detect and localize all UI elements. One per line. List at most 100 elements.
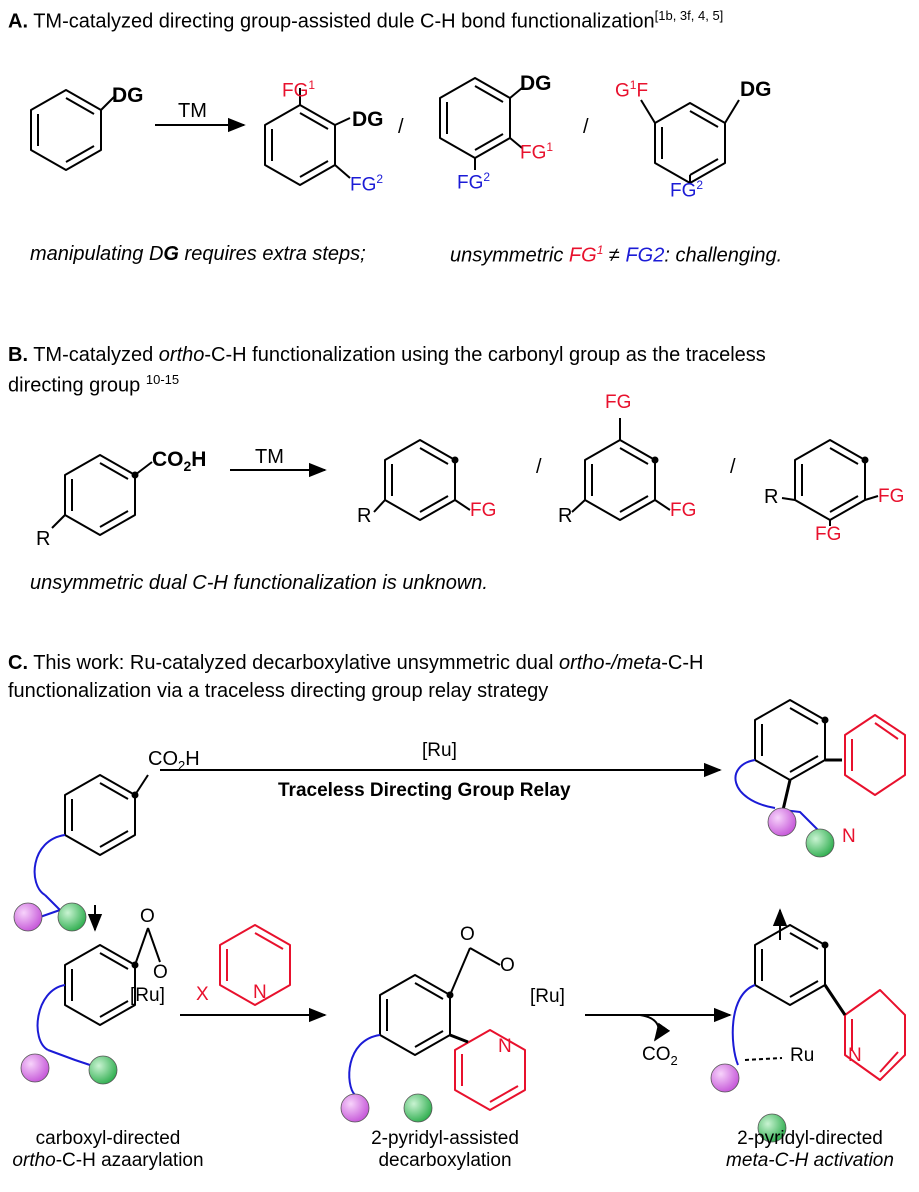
product-b1 — [373, 439, 471, 521]
fg-label-b2: FG — [670, 500, 697, 521]
benzoic-acid-reactant — [51, 454, 153, 536]
magenta-ball — [13, 902, 43, 932]
dot-c-sub — [131, 791, 139, 799]
r-label-b-reactant: R — [36, 528, 51, 550]
product-b2 — [571, 418, 671, 521]
arrow-label-tm-b: TM — [255, 446, 284, 468]
section-a-title: A. TM-catalyzed directing group-assisted… — [8, 8, 723, 34]
fg-label-b3-right: FG — [878, 486, 905, 507]
section-a-refs: [1b, 3f, 4, 5] — [654, 8, 724, 23]
n-label-final: N — [842, 826, 856, 847]
note-a-right: unsymmetric FG1 ≠ FG2: challenging. — [450, 243, 783, 267]
bond-2 — [449, 1033, 469, 1044]
pyridyl-2 — [454, 1029, 526, 1111]
section-a-letter: A. — [8, 10, 28, 33]
n-label-c2: N — [498, 1036, 512, 1057]
green-ball — [88, 1055, 118, 1085]
fg-label-b3-bottom: FG — [815, 524, 842, 545]
tether-final — [734, 759, 776, 809]
dot-b3 — [861, 456, 869, 464]
dg-label-a3: DG — [740, 78, 772, 101]
section-c-title-line2: functionalization via a traceless direct… — [8, 680, 549, 702]
dg-label-a1: DG — [352, 108, 384, 131]
green-ball — [57, 902, 87, 932]
dot-c-int2 — [446, 991, 454, 999]
ru-label-c2: [Ru] — [530, 986, 565, 1007]
fg1-label-a1: FG1 — [282, 78, 316, 102]
magenta-ball — [767, 807, 797, 837]
tether-c4 — [731, 984, 756, 1066]
arrow-label-tm-a: TM — [178, 100, 207, 122]
green-ball — [403, 1093, 433, 1123]
final-product — [754, 699, 842, 781]
fg-label-b2-top: FG — [605, 392, 632, 413]
ru-cycle-1 — [64, 927, 161, 1026]
ru-label-relay: [Ru] — [422, 740, 457, 761]
alkene-c1 — [39, 894, 61, 918]
section-c-title: C. This work: Ru-catalyzed decarboxylati… — [8, 652, 704, 674]
caption-1: carboxyl-directed ortho-C-H azaarylation — [12, 1128, 204, 1171]
substrate-c — [64, 774, 149, 856]
x-label: X — [196, 984, 209, 1005]
section-a-text: TM-catalyzed directing group-assisted du… — [33, 10, 655, 33]
o-label-c2a: O — [460, 924, 475, 945]
note-a-left: manipulating DG requires extra steps; — [30, 243, 366, 265]
relay-label: Traceless Directing Group Relay — [278, 780, 571, 801]
o-label-c1b: O — [153, 962, 168, 983]
ru-label-c1: [Ru] — [130, 985, 165, 1006]
co2-label: CO2 — [642, 1044, 678, 1068]
magenta-ball — [20, 1053, 50, 1083]
section-b-title-line2: directing group 10-15 — [8, 372, 180, 397]
intermediate-3 — [754, 924, 826, 1006]
product-b3 — [781, 439, 879, 526]
caption-2: 2-pyridyl-assisted decarboxylation — [371, 1128, 519, 1171]
g1f-label-a3: G1F — [615, 78, 649, 102]
dot-b2 — [651, 456, 659, 464]
n-label-c3: N — [848, 1045, 862, 1066]
tether-c2 — [36, 984, 66, 1051]
dot-b-reactant — [131, 471, 139, 479]
co2h-label-b: CO2H — [152, 448, 207, 475]
co2-release-arrow — [639, 1014, 671, 1042]
slash-b1: / — [536, 456, 542, 478]
green-ball — [757, 1113, 787, 1143]
tether-c1 — [33, 834, 66, 896]
r-label-b3: R — [764, 486, 779, 508]
pyridine-reagent — [219, 924, 291, 1006]
alkene-c2 — [47, 1049, 91, 1066]
product-a2 — [439, 77, 523, 170]
wedge-final — [781, 779, 792, 811]
r-label-b2: R — [558, 505, 573, 527]
co2h-label-c: CO2H — [148, 748, 200, 773]
benzene-dg-reactant — [30, 89, 115, 171]
o-label-c1a: O — [140, 906, 155, 927]
product-a1 — [264, 88, 351, 186]
magenta-ball — [710, 1063, 740, 1093]
caption-3: 2-pyridyl-directed meta-C-H activation — [726, 1128, 894, 1171]
slash-b2: / — [730, 456, 736, 478]
dot-b1 — [451, 456, 459, 464]
o-label-c2b: O — [500, 955, 515, 976]
bond-3 — [823, 984, 847, 1016]
intermediate-2 — [379, 947, 501, 1056]
r-label-b1: R — [357, 505, 372, 527]
fg-label-b1: FG — [470, 500, 497, 521]
n-label-reagent: N — [253, 982, 267, 1003]
dot-c-int3 — [821, 941, 829, 949]
fg1-label-a2: FG1 — [520, 140, 554, 164]
section-b-title: B. TM-catalyzed ortho-C-H functionalizat… — [8, 344, 766, 366]
slash-2: / — [583, 116, 589, 138]
dg-label-a2: DG — [520, 72, 552, 95]
fg2-label-a3: FG2 — [670, 178, 704, 202]
ru-label-c3: Ru — [790, 1045, 815, 1066]
dashed-bond-3 — [744, 1057, 783, 1061]
slash-1: / — [398, 116, 404, 138]
green-ball — [805, 828, 835, 858]
note-b: unsymmetric dual C-H functionalization i… — [30, 572, 488, 594]
tether-c3 — [348, 1034, 381, 1096]
dg-label: DG — [112, 84, 144, 107]
product-a3 — [640, 99, 740, 184]
pyridyl-final — [844, 714, 906, 796]
magenta-ball — [340, 1093, 370, 1123]
